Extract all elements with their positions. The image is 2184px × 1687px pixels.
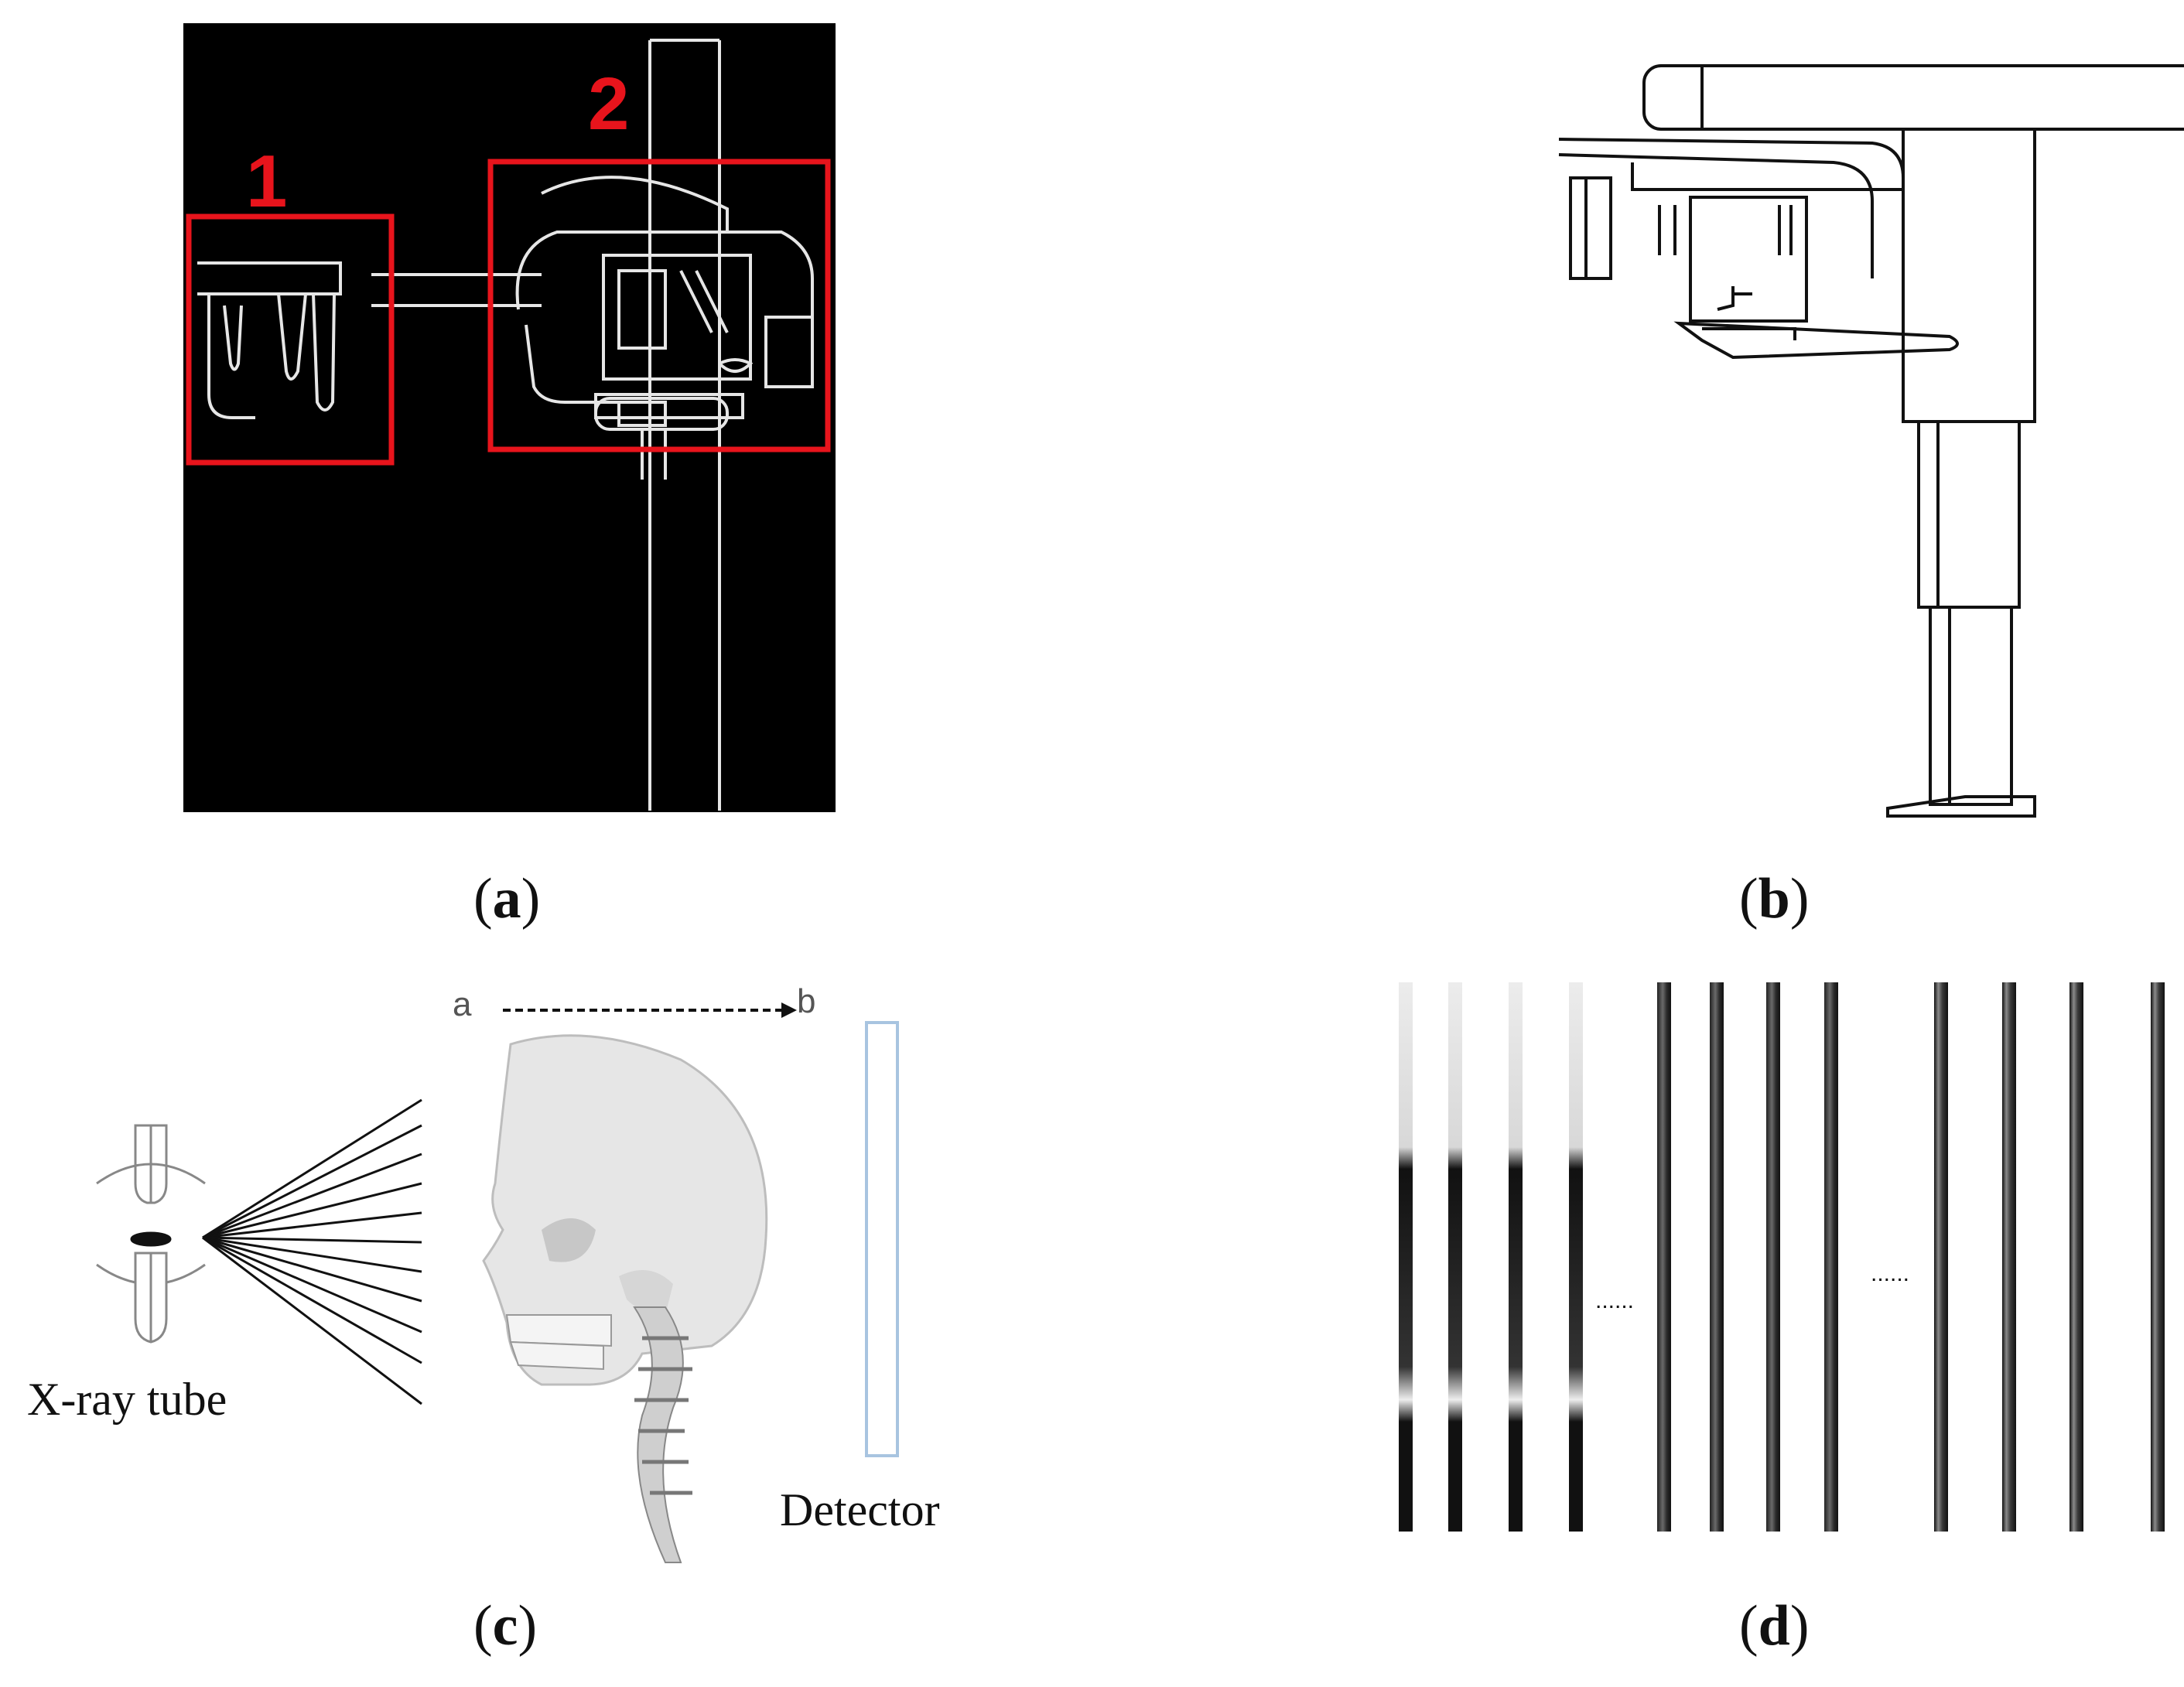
detector-plate [865, 1021, 899, 1457]
panel-c-caption: (c) [473, 1594, 538, 1658]
panel-c: a b X-ray tube Detector (c) [0, 951, 1006, 1687]
xray-tube-label: X-ray tube [27, 1374, 227, 1425]
panel-a: 1 2 (a) [0, 0, 928, 951]
panel-b: (b) [1470, 0, 2184, 951]
panel-a-head-holder [197, 261, 342, 419]
scan-end-label: b [797, 982, 816, 1020]
region-box-2 [487, 159, 831, 452]
projection-group-2 [1657, 982, 1838, 1532]
panel-a-tube-head [515, 176, 814, 480]
scan-start-label: a [453, 985, 472, 1023]
panel-b-head-holder [1569, 176, 1612, 280]
region-label-1: 1 [246, 140, 288, 223]
panel-a-image [183, 23, 836, 812]
ellipsis-2: ...... [1871, 1261, 1910, 1286]
panel-b-top-cap [1642, 64, 2184, 131]
panel-b-column [1902, 129, 2036, 423]
panel-d: ...... ...... (d) [1377, 951, 2184, 1687]
region-label-2: 2 [588, 63, 630, 145]
panel-b-drawing [1558, 64, 2184, 818]
ellipsis-1: ...... [1595, 1288, 1635, 1313]
xray-tube-icon [96, 1124, 206, 1344]
skull-illustration [482, 1034, 768, 1563]
panel-b-base [1886, 795, 2036, 818]
xray-beams [202, 1098, 422, 1405]
panel-b-chin-rest [1673, 321, 1959, 360]
panel-b-arm [1558, 138, 1905, 179]
panel-c-diagram [96, 1002, 899, 1563]
projection-group-3 [1934, 982, 2165, 1532]
panel-a-arm [371, 273, 542, 307]
panel-b-caption: (b) [1739, 867, 1810, 931]
panel-d-caption: (d) [1739, 1594, 1810, 1658]
panel-a-caption: (a) [473, 867, 541, 931]
scan-arrow-head [781, 1002, 797, 1018]
region-box-1 [186, 213, 395, 466]
panel-d-projections [1399, 982, 2165, 1532]
projection-group-1 [1399, 982, 1583, 1532]
detector-label: Detector [780, 1484, 940, 1535]
